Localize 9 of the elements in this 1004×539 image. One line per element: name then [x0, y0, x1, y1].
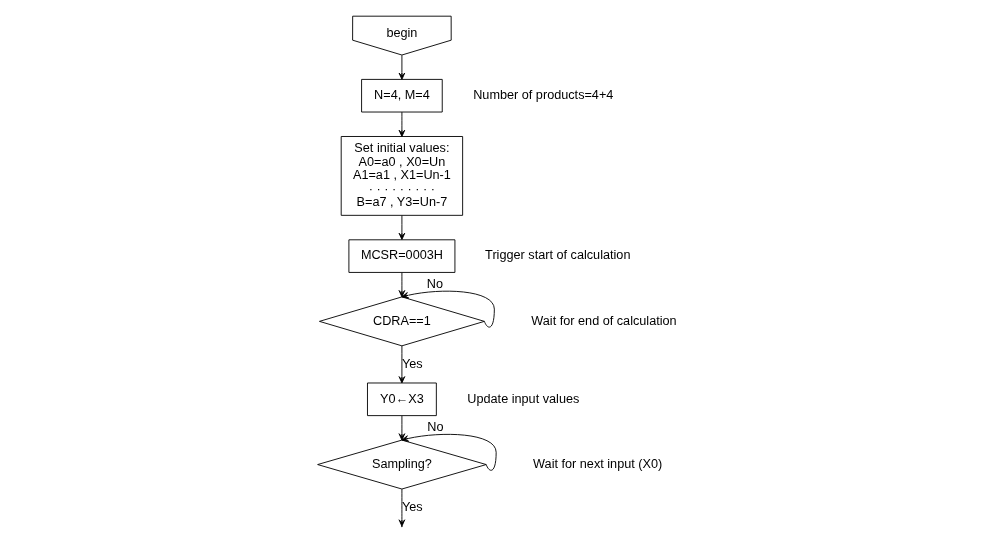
node-label: Wait for end of calculation: [530, 313, 677, 328]
node-label: Wait for next input (X0): [532, 456, 662, 471]
edge-label: Yes: [401, 499, 423, 514]
node-label: Number of products=4+4: [472, 88, 613, 103]
node-label: Trigger start of calculation: [484, 248, 630, 263]
edge-label: No: [426, 276, 443, 291]
edge-label: Yes: [401, 356, 423, 371]
edge-label: No: [426, 419, 443, 434]
node-label: Update input values: [466, 391, 579, 406]
